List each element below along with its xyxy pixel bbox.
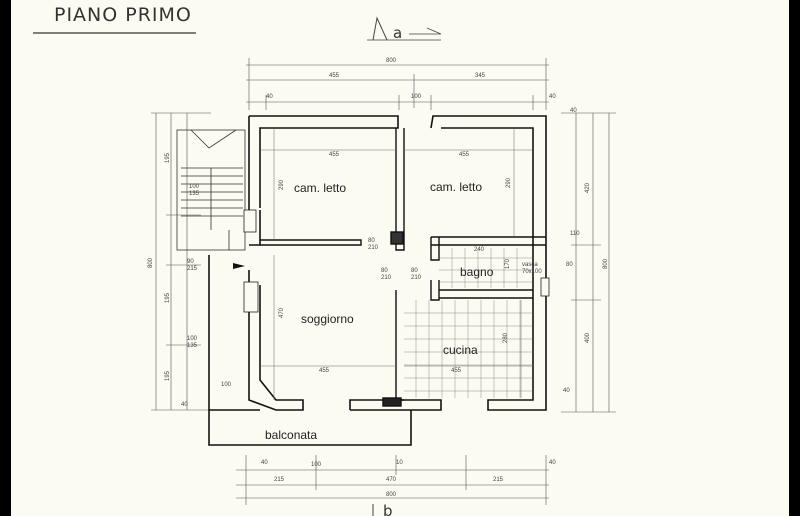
dim-top-100: 100 bbox=[411, 94, 422, 100]
dim-bottom-40a: 40 bbox=[261, 460, 268, 466]
section-label-top: a bbox=[393, 24, 402, 42]
dim-bottom-10: 10 bbox=[396, 460, 403, 466]
dim-left-195a: 195 bbox=[165, 152, 171, 163]
dim-h-290-right: 290 bbox=[506, 177, 512, 188]
interior-dimensions bbox=[260, 128, 533, 400]
room-soggiorno: soggiorno bbox=[301, 312, 354, 326]
tile-grid bbox=[404, 248, 533, 398]
dim-top-40b: 40 bbox=[549, 94, 556, 100]
dim-balc-100: 100 bbox=[221, 382, 232, 388]
dim-h-280: 280 bbox=[503, 332, 509, 343]
dim-inner-455-bottom: 455 bbox=[319, 368, 330, 374]
dim-top-40a: 40 bbox=[266, 94, 273, 100]
dim-bottom-40b: 40 bbox=[549, 460, 556, 466]
left-dimensions bbox=[151, 112, 211, 411]
dim-bottom-total: 800 bbox=[386, 492, 397, 498]
inner-walls bbox=[260, 128, 546, 407]
dim-h-470: 470 bbox=[279, 307, 285, 318]
dim-inner-455-cucina: 455 bbox=[451, 368, 462, 374]
page-title: PIANO PRIMO bbox=[54, 4, 192, 26]
dim-h-170: 170 bbox=[505, 258, 511, 269]
dim-inner-455-right: 455 bbox=[459, 152, 470, 158]
dim-w-240: 240 bbox=[474, 247, 485, 253]
drawing-sheet: PIANO PRIMO a 800 455 345 40 100 bbox=[11, 0, 789, 516]
dim-h-290-left: 290 bbox=[279, 179, 285, 190]
dim-left-195c: 195 bbox=[165, 370, 171, 381]
room-cucina: cucina bbox=[443, 343, 478, 357]
dim-right-800: 800 bbox=[603, 258, 609, 269]
dim-right-40a: 40 bbox=[570, 108, 577, 114]
dim-left-195b: 195 bbox=[165, 292, 171, 303]
dim-bottom-215b: 215 bbox=[493, 477, 504, 483]
dim-bottom-470: 470 bbox=[386, 477, 397, 483]
dim-right-400: 400 bbox=[585, 332, 591, 343]
dim-right-40b: 40 bbox=[563, 388, 570, 394]
room-cam-letto-left: cam. letto bbox=[294, 181, 346, 195]
dim-top-right: 345 bbox=[475, 73, 486, 79]
dim-top-left: 455 bbox=[329, 73, 340, 79]
dim-left-40: 40 bbox=[181, 402, 188, 408]
dim-bottom-100: 100 bbox=[311, 462, 322, 468]
staircase bbox=[176, 129, 246, 251]
dim-inner-455-top: 455 bbox=[329, 152, 340, 158]
dim-top-total: 800 bbox=[386, 58, 397, 64]
windows bbox=[243, 209, 550, 313]
dim-bottom-215a: 215 bbox=[274, 477, 285, 483]
section-marker-top: a bbox=[367, 16, 442, 42]
dim-right-110: 110 bbox=[570, 231, 580, 237]
section-label-bottom: b bbox=[383, 502, 393, 516]
bottom-dimensions bbox=[236, 455, 549, 505]
dim-left-800: 800 bbox=[148, 257, 154, 268]
room-bagno: bagno bbox=[460, 265, 494, 279]
dim-right-80: 80 bbox=[566, 262, 573, 268]
room-balconata: balconata bbox=[265, 428, 317, 442]
dim-right-420: 420 bbox=[585, 182, 591, 193]
section-marker-bottom: b bbox=[372, 502, 393, 516]
entrance-arrow-icon bbox=[233, 263, 245, 269]
right-dimensions bbox=[561, 112, 616, 413]
top-dimensions bbox=[246, 58, 549, 110]
outer-walls bbox=[208, 115, 547, 446]
room-cam-letto-right: cam. letto bbox=[430, 180, 482, 194]
floor-plan: a 800 455 345 40 100 40 bbox=[33, 16, 616, 516]
